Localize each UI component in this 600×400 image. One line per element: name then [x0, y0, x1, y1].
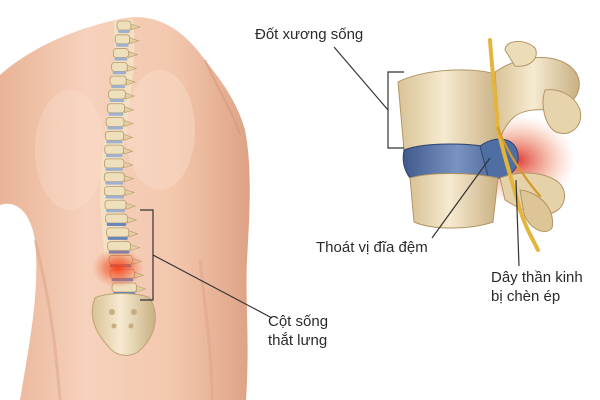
spine-disc: [105, 209, 126, 213]
spine-disc: [109, 98, 125, 102]
spine-disc: [105, 167, 123, 171]
spine-process: [128, 230, 139, 238]
label-pinched-nerve-line1: Dây thần kinh: [491, 269, 583, 286]
spine-vertebra: [106, 227, 130, 238]
spine-process: [129, 37, 140, 45]
spine-disc: [116, 43, 129, 47]
spine-process: [127, 216, 138, 224]
spine-vertebra: [111, 61, 128, 72]
spine-vertebra: [108, 89, 126, 100]
spine-disc: [107, 126, 124, 130]
spine-vertebra: [116, 20, 132, 31]
spine-disc: [105, 154, 123, 158]
sacrum-icon: [91, 293, 156, 356]
label-pinched-nerve: Dây thần kinh bị chèn ép: [491, 268, 583, 306]
spine-process: [130, 23, 141, 31]
label-vertebra-text: Đốt xương sống: [255, 26, 364, 43]
spine-vertebra: [112, 48, 129, 58]
vertebra-closeup-icon: [397, 38, 582, 252]
lumbar-pain-highlight: [92, 248, 144, 288]
spine-process: [124, 106, 135, 114]
spine-process: [123, 161, 134, 169]
spine-disc: [112, 71, 127, 75]
leader-nerve: [515, 179, 520, 267]
spine-process: [123, 120, 134, 127]
spine-vertebra: [103, 172, 125, 183]
spine-disc: [118, 30, 130, 33]
spine-vertebra: [105, 213, 128, 224]
spine-vertebra: [106, 103, 125, 114]
spine-vertebra: [105, 117, 125, 127]
spine-process: [123, 133, 134, 141]
spine-process: [125, 92, 136, 100]
spine-vertebra: [114, 34, 131, 45]
leader-vertebra: [333, 46, 389, 111]
label-pinched-nerve-line2: bị chèn ép: [491, 288, 561, 305]
spine-process: [126, 64, 138, 72]
spine-process: [130, 244, 141, 252]
spine-disc: [105, 195, 125, 199]
spine-vertebra: [104, 199, 127, 210]
spine-process: [128, 51, 139, 58]
spine-process: [125, 78, 137, 86]
label-lumbar-spine-line2: thắt lưng: [268, 332, 328, 349]
spine-disc: [114, 57, 128, 61]
spine-vertebra: [109, 75, 127, 86]
leader-disc: [431, 157, 491, 239]
label-herniated-disc: Thoát vị đĩa đệm: [316, 238, 428, 257]
leader-lumbar: [152, 254, 273, 319]
spine-disc: [107, 236, 128, 240]
label-vertebra: Đốt xương sống: [255, 25, 363, 44]
leader-lines: [152, 46, 520, 319]
label-herniated-disc-text: Thoát vị đĩa đệm: [316, 239, 428, 256]
label-lumbar-spine-line1: Cột sống: [268, 313, 329, 330]
spine-process: [136, 285, 147, 293]
spine-vertebra: [103, 158, 125, 169]
spine-process: [124, 189, 136, 196]
spine-vertebra: [104, 186, 126, 196]
spine-disc: [106, 223, 127, 227]
spine-disc: [108, 112, 124, 116]
spine-process: [123, 147, 134, 155]
spine-process: [124, 175, 135, 183]
spine-disc: [105, 181, 124, 185]
label-lumbar-spine: Cột sống thắt lưng: [268, 312, 328, 350]
spine-process: [125, 202, 137, 210]
spine-vertebra: [104, 144, 125, 155]
spine-vertebra: [104, 130, 125, 141]
spine-disc: [106, 140, 123, 144]
spine-disc: [111, 85, 126, 89]
